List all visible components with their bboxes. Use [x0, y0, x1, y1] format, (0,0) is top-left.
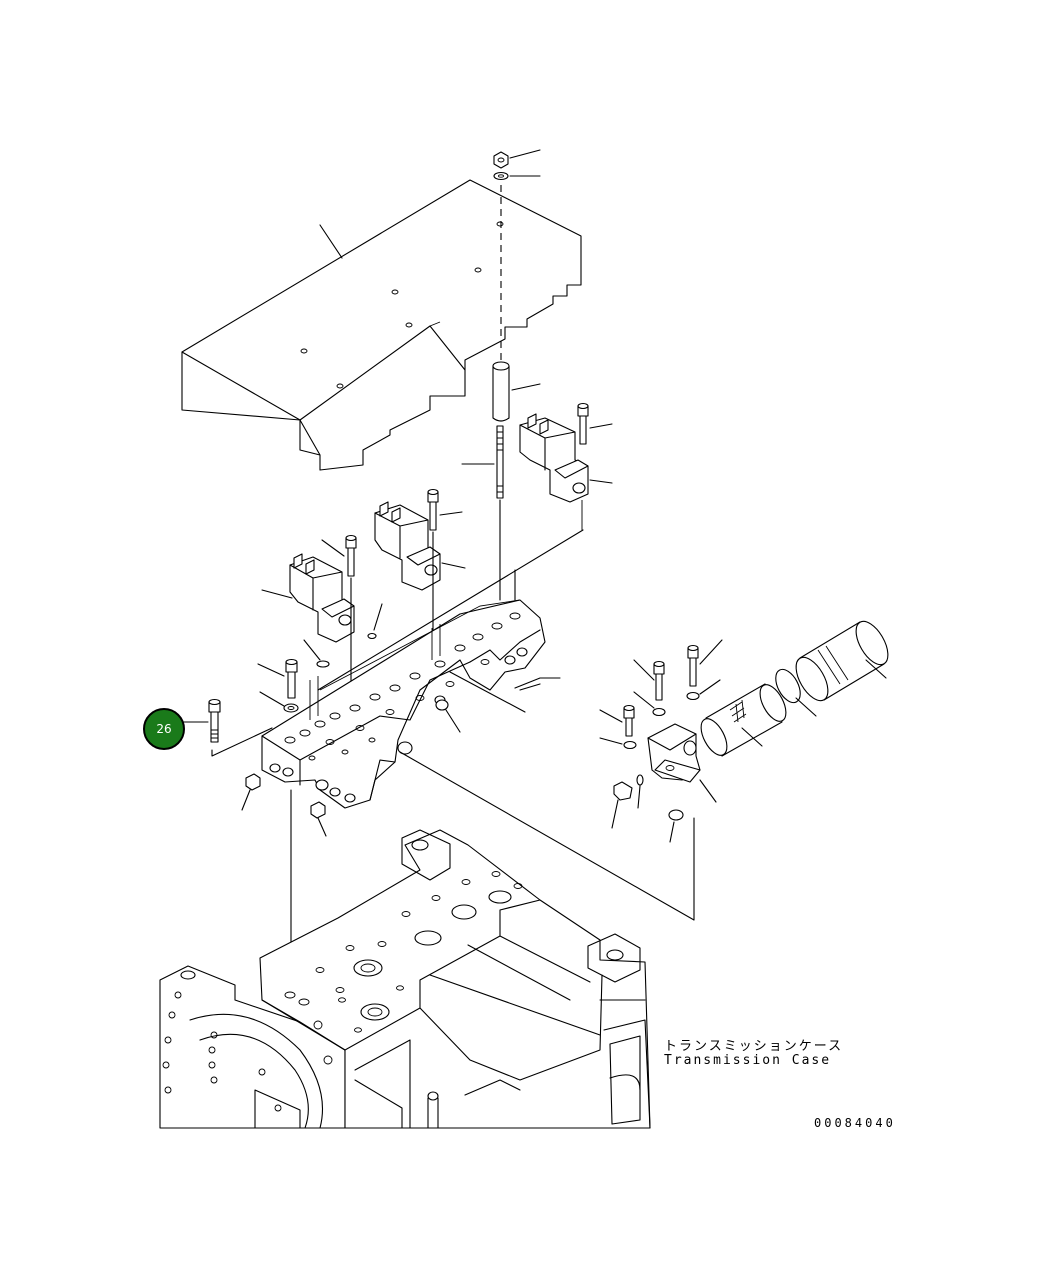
spacer-tube [492, 361, 541, 422]
solenoid-valve-middle [374, 501, 466, 591]
top-washer [493, 171, 541, 181]
top-nut [493, 149, 541, 169]
filter-plug [611, 781, 633, 829]
filter-bolt-3 [599, 704, 635, 737]
leader-line-bus [317, 529, 584, 691]
case-label-english: Transmission Case [664, 1053, 832, 1068]
filter-case [795, 620, 889, 702]
drawing-number: 00084040 [814, 1116, 896, 1130]
leader-line-filter-case [399, 751, 695, 921]
filter-bolt-1 [633, 659, 665, 701]
filter-washer-1 [633, 691, 666, 717]
stud-bolt [461, 425, 504, 601]
bolt-middle-solenoid [427, 488, 463, 643]
plug-left [241, 773, 261, 811]
callout-number: 26 [156, 722, 172, 736]
transmission-control-valve-body [261, 599, 546, 809]
transmission-case [159, 829, 651, 1129]
solenoid-valve-left [261, 553, 355, 643]
filter-drain-plug [668, 809, 684, 843]
filter-bolt-2 [687, 639, 723, 687]
filter-washer-3 [599, 737, 637, 750]
callout-badge-26[interactable]: 26 [143, 708, 185, 750]
solenoid-valve-right [519, 413, 613, 530]
washer-left-upper [259, 691, 299, 713]
small-orings [303, 603, 383, 668]
bolt-right-solenoid [577, 402, 613, 445]
bolt-left-solenoid [321, 534, 357, 701]
filter-element [700, 683, 787, 757]
filter-small-oring [636, 774, 644, 809]
bolt-left-upper [257, 658, 298, 699]
filter-oring [775, 668, 817, 717]
filter-washer-2 [686, 679, 721, 701]
case-label-japanese: トランスミッションケース [664, 1039, 844, 1054]
bolt-callout-26 [183, 698, 273, 757]
plug-right [435, 699, 461, 733]
leader-bracket [449, 671, 561, 713]
plug-bottom [310, 801, 327, 837]
filter-head-bracket [647, 723, 717, 803]
cover-plate [181, 179, 582, 471]
